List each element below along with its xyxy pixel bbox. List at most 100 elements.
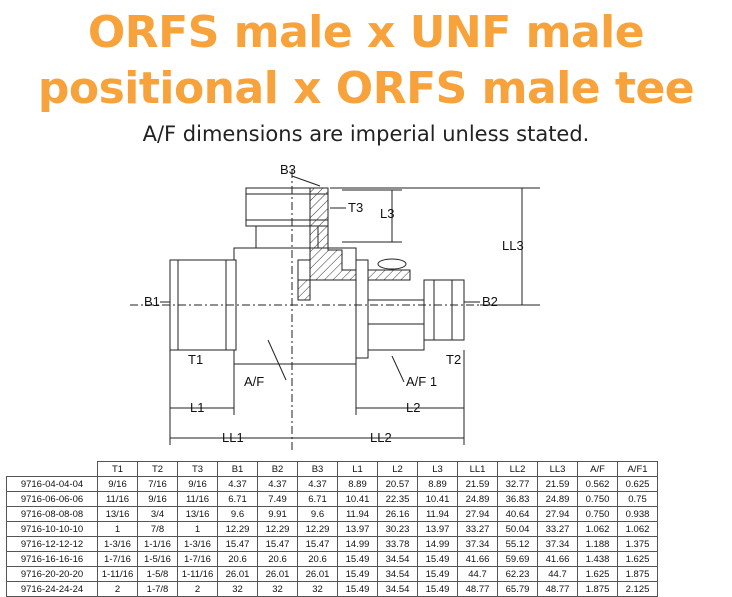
column-header: B1 [217,461,258,477]
column-header: T3 [177,461,218,477]
dimension-cell: 10.41 [417,491,458,507]
dimension-cell: 41.66 [457,551,498,567]
dimensions-table: T1 T2 T3 B1 B2 B3 L1 L2 L3 LL1 LL2 LL3 A… [6,461,658,597]
dimension-cell: 15.49 [417,566,458,582]
dimension-cell: 1-11/16 [97,566,138,582]
dimension-cell: 33.78 [377,536,418,552]
part-number-cell: 9716-20-20-20 [6,566,98,582]
dimension-cell: 1-3/16 [97,536,138,552]
dimension-cell: 15.47 [297,536,338,552]
dimension-cell: 32 [297,581,338,597]
label-af1: A/F 1 [406,374,437,389]
dimension-cell: 20.6 [297,551,338,567]
dimension-cell: 27.94 [457,506,498,522]
dimension-cell: 44.7 [457,566,498,582]
dimension-cell: 7.49 [257,491,298,507]
label-af: A/F [244,374,264,389]
label-t1: T1 [188,352,203,367]
dimension-cell: 32.77 [497,476,538,492]
label-l2: L2 [406,400,420,415]
column-header: T2 [137,461,178,477]
column-header: L1 [337,461,378,477]
dimension-cell: 6.71 [297,491,338,507]
dimension-cell: 8.89 [417,476,458,492]
label-l1: L1 [190,400,204,415]
column-header: B2 [257,461,298,477]
dimension-cell: 1-3/16 [177,536,218,552]
label-b2: B2 [482,294,498,309]
dimension-cell: 7/8 [137,521,178,537]
page-title-line-1: ORFS male x UNF male [87,7,645,58]
dimension-cell: 13/16 [97,506,138,522]
dimension-cell: 1 [177,521,218,537]
o-ring [377,258,407,270]
dimension-cell: 4.37 [257,476,298,492]
dimension-cell: 34.54 [377,581,418,597]
dimension-cell: 0.625 [617,476,658,492]
af-leader [267,339,287,381]
dimension-cell: 1.062 [617,521,658,537]
dimension-cell: 9.6 [297,506,338,522]
dimension-cell: 27.94 [537,506,578,522]
branch-neck [255,225,319,249]
dimension-cell: 0.75 [617,491,658,507]
dimension-cell: 2.125 [617,581,658,597]
dimension-cell: 1 [97,521,138,537]
dimension-cell: 13.97 [337,521,378,537]
part-number-cell: 9716-10-10-10 [6,521,98,537]
dimension-cell: 8.89 [337,476,378,492]
label-ll2: LL2 [370,430,392,445]
dimension-cell: 1-7/8 [137,581,178,597]
dimension-cell: 33.27 [537,521,578,537]
dimension-cell: 65.79 [497,581,538,597]
dimension-cell: 11.94 [417,506,458,522]
dimension-cell: 12.29 [257,521,298,537]
dimension-cell: 9/16 [137,491,178,507]
dimension-cell: 1.875 [577,581,618,597]
dimension-cell: 33.27 [457,521,498,537]
dimension-cell: 14.99 [417,536,458,552]
dimension-cell: 9/16 [97,476,138,492]
dimension-cell: 20.57 [377,476,418,492]
part-number-cell: 9716-16-16-16 [6,551,98,567]
af1-leader [391,355,405,383]
dimension-cell: 21.59 [457,476,498,492]
dimension-cell: 20.6 [257,551,298,567]
dimension-cell: 2 [177,581,218,597]
dimension-cell: 2 [97,581,138,597]
dimension-cell: 40.64 [497,506,538,522]
column-header: L3 [417,461,458,477]
dimension-cell: 12.29 [297,521,338,537]
dimension-cell: 11.94 [337,506,378,522]
label-ll1: LL1 [222,430,244,445]
right-nut [367,299,425,351]
right-nut-face [355,259,369,359]
dimension-cell: 1-1/16 [137,536,178,552]
column-header: B3 [297,461,338,477]
dimension-cell: 24.89 [457,491,498,507]
dimension-cell: 26.16 [377,506,418,522]
dimension-cell: 4.37 [217,476,258,492]
dimension-cell: 4.37 [297,476,338,492]
dimension-cell: 15.49 [417,551,458,567]
dimension-cell: 9.91 [257,506,298,522]
dimension-cell: 22.35 [377,491,418,507]
dimension-cell: 1.438 [577,551,618,567]
dimension-cell: 1-11/16 [177,566,218,582]
right-stud [423,279,465,341]
dimension-cell: 1-7/16 [177,551,218,567]
dimension-cell: 13.97 [417,521,458,537]
dimension-cell: 59.69 [497,551,538,567]
table-header-blank [6,461,98,477]
column-header: A/F1 [617,461,658,477]
b3-leader [291,175,321,187]
page-title-line-2: positional x ORFS male tee [37,63,695,114]
dimension-cell: 37.34 [457,536,498,552]
